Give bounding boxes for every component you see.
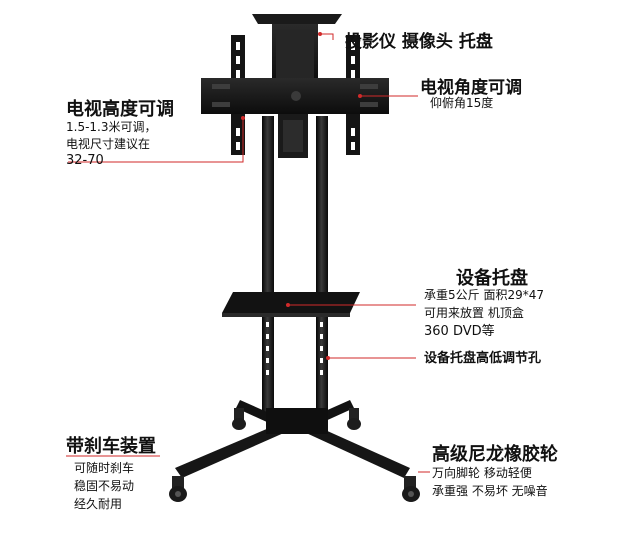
vesa-bracket — [201, 35, 389, 158]
label-wheels-line2: 承重强 不易坏 无噪音 — [432, 484, 548, 498]
label-tv-height-line3: 32-70 — [66, 153, 104, 168]
label-device-tray-line2: 可用来放置 机顶盒 — [424, 306, 524, 320]
base — [175, 400, 410, 478]
label-tv-height-title: 电视高度可调 — [66, 99, 174, 120]
device-tray — [222, 292, 360, 317]
label-tv-angle-line1: 仰俯角15度 — [430, 96, 494, 110]
label-projector-tray-title: 投影仪 摄像头 托盘 — [345, 32, 493, 52]
label-device-tray-line1: 承重5公斤 面积29*47 — [424, 288, 544, 302]
label-wheels-line1: 万向脚轮 移动轻便 — [432, 466, 532, 480]
poles — [262, 116, 328, 416]
label-device-tray-line3: 360 DVD等 — [424, 324, 495, 339]
label-tray-holes-title: 设备托盘高低调节孔 — [424, 351, 542, 366]
label-brake-line2: 稳固不易动 — [74, 479, 135, 493]
pointer-lines — [66, 33, 430, 473]
label-device-tray-title: 设备托盘 — [456, 268, 528, 289]
label-brake-line1: 可随时刹车 — [74, 461, 135, 475]
label-tv-height-line1: 1.5-1.3米可调， — [66, 120, 157, 134]
label-tv-height-line2: 电视尺寸建议在 — [66, 137, 151, 151]
camera-tray — [252, 14, 342, 82]
label-tv-angle-title: 电视角度可调 — [420, 78, 522, 98]
label-brake-title: 带刹车装置 — [66, 436, 156, 457]
casters — [169, 408, 420, 502]
label-brake-line3: 经久耐用 — [74, 497, 123, 511]
label-wheels-title: 高级尼龙橡胶轮 — [432, 444, 558, 465]
